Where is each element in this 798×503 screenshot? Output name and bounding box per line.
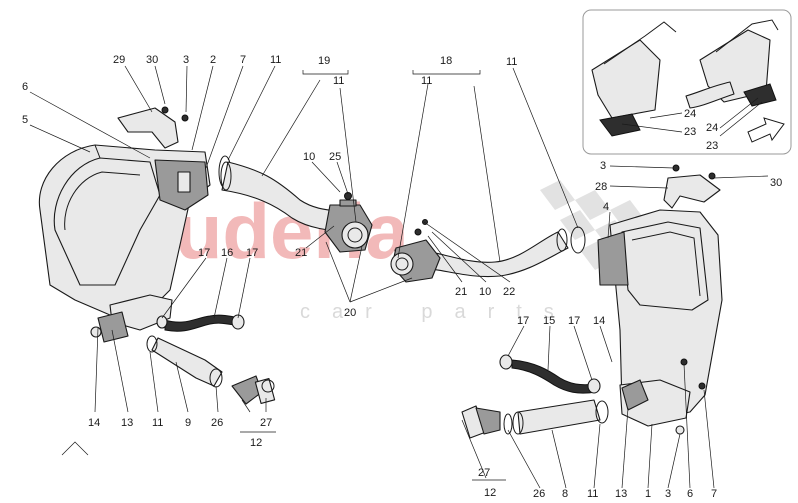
callout-25: 25 xyxy=(329,151,341,163)
direction-arrow-icon xyxy=(747,117,785,143)
callout-6: 6 xyxy=(22,81,28,93)
callout-27: 27 xyxy=(478,467,490,479)
callout-11: 11 xyxy=(587,488,598,500)
hose-15 xyxy=(499,354,601,394)
callout-9: 9 xyxy=(185,417,191,429)
callout-7: 7 xyxy=(240,54,246,66)
callout-17: 17 xyxy=(246,247,258,259)
callout-4: 4 xyxy=(603,201,609,213)
callout-21: 21 xyxy=(295,247,307,259)
callout-3: 3 xyxy=(183,54,189,66)
callout-8: 8 xyxy=(562,488,568,500)
right-intercooler-assembly xyxy=(597,164,723,435)
callout-26: 26 xyxy=(533,488,545,500)
callout-18: 18 xyxy=(440,55,452,67)
callout-19: 19 xyxy=(318,55,330,67)
callout-17: 17 xyxy=(517,315,529,327)
callout-12: 12 xyxy=(484,487,496,499)
callout-20: 20 xyxy=(344,307,356,319)
callout-24: 24 xyxy=(706,122,718,134)
callout-11: 11 xyxy=(152,417,163,429)
pipe-8 xyxy=(512,399,609,435)
left-intercooler-assembly xyxy=(38,106,232,343)
callout-17: 17 xyxy=(198,247,210,259)
leader-lines xyxy=(29,65,769,489)
callout-10: 10 xyxy=(479,286,491,298)
callout-6: 6 xyxy=(687,488,693,500)
callout-11: 11 xyxy=(506,56,517,68)
hose-16 xyxy=(156,314,245,332)
pipe-9 xyxy=(146,335,223,388)
callout-23: 23 xyxy=(684,126,696,138)
callout-13: 13 xyxy=(121,417,133,429)
callout-24: 24 xyxy=(684,108,696,120)
callout-10: 10 xyxy=(303,151,315,163)
callout-30: 30 xyxy=(146,54,158,66)
callout-3: 3 xyxy=(665,488,671,500)
watermark-sub: car parts xyxy=(300,301,576,323)
callout-14: 14 xyxy=(593,315,605,327)
callout-23: 23 xyxy=(706,140,718,152)
callout-21: 21 xyxy=(455,286,467,298)
callout-26: 26 xyxy=(211,417,223,429)
callout-12: 12 xyxy=(250,437,262,449)
fitting-26-left xyxy=(231,375,276,405)
callout-29: 29 xyxy=(113,54,125,66)
callout-5: 5 xyxy=(22,114,28,126)
reference-caret-icon xyxy=(61,441,89,456)
callout-2: 2 xyxy=(210,54,216,66)
valve-assembly-left xyxy=(324,192,373,253)
callout-16: 16 xyxy=(221,247,233,259)
callout-11: 11 xyxy=(270,54,281,66)
callout-13: 13 xyxy=(615,488,627,500)
callout-labels: 29 30 3 2 7 11 6 5 19 11 18 11 11 10 25 … xyxy=(22,54,782,500)
callout-14: 14 xyxy=(88,417,100,429)
callout-15: 15 xyxy=(543,315,555,327)
callout-28: 28 xyxy=(595,181,607,193)
inset-view xyxy=(582,9,792,155)
fitting-26-right xyxy=(461,405,513,439)
callout-11: 11 xyxy=(333,75,344,87)
callout-17: 17 xyxy=(568,315,580,327)
callout-27: 27 xyxy=(260,417,272,429)
callout-22: 22 xyxy=(503,286,515,298)
valve-assembly-center xyxy=(390,219,441,283)
callout-30: 30 xyxy=(770,177,782,189)
callout-7: 7 xyxy=(711,488,717,500)
callout-3: 3 xyxy=(600,160,606,172)
callout-11: 11 xyxy=(421,75,432,87)
callout-1: 1 xyxy=(645,488,651,500)
